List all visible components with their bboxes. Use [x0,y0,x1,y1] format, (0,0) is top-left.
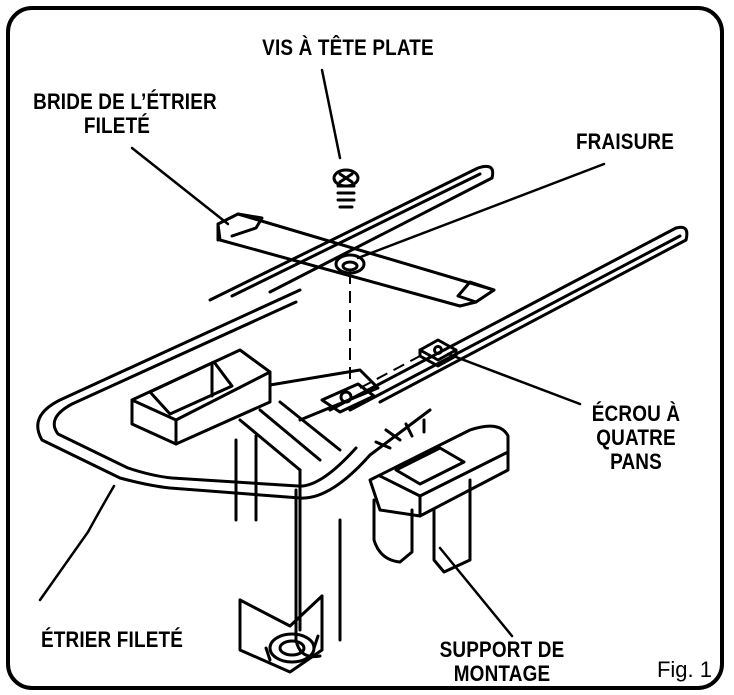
trolley-block [130,348,380,632]
alignment-lines [349,272,421,389]
label-flat-head-screw: VIS À TÊTE PLATE [262,35,434,60]
mounting-bracket [368,418,510,574]
square-nut [418,338,458,368]
label-square-nut-line3: PANS [610,449,662,474]
label-threaded-trolley: ÉTRIER FILETÉ [40,627,184,652]
figure-caption: Fig. 1 [656,657,712,682]
lower-carriage [238,488,342,674]
label-mount-line2: MONTAGE [453,661,551,686]
leader-lines [38,68,606,638]
label-countersink: FRAISURE [575,129,675,154]
label-bracket-line2: FILETÉ [83,113,151,138]
right-rail [328,225,689,412]
diagram-frame [6,6,724,690]
left-rail [208,164,495,302]
flat-head-screw [332,168,360,209]
label-square-nut-line1: ÉCROU À [591,401,681,426]
label-square-nut-line2: QUATRE [596,425,676,450]
label-bracket-line1: BRIDE DE L’ÉTRIER [33,89,217,114]
trolley-frame [36,288,432,500]
label-mount-line1: SUPPORT DE [439,637,565,662]
